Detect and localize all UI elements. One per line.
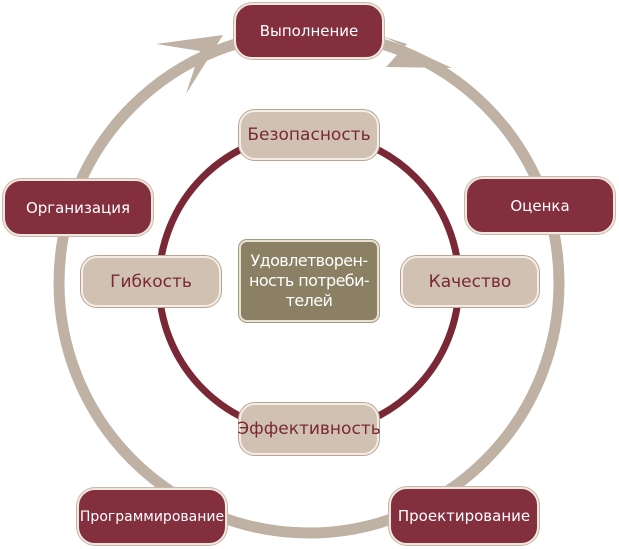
- stage-label: Выполнение: [259, 22, 359, 40]
- center-label-line: ность потреби-: [248, 271, 370, 290]
- stage-label: Проектирование: [397, 507, 531, 525]
- attribute-label: Качество: [428, 271, 512, 292]
- attribute-quality: Качество: [401, 256, 539, 307]
- attribute-label: Эффективность: [237, 419, 381, 439]
- center-label-line: Удовлетворен-: [250, 251, 368, 270]
- stage-evaluation: Оценка: [465, 177, 615, 234]
- stage-label: Программирование: [79, 508, 225, 525]
- stage-execution: Выполнение: [234, 3, 384, 59]
- stage-organization: Организация: [3, 179, 153, 236]
- center-box: Удовлетворен- ность потреби- телей: [239, 240, 379, 322]
- attribute-label: Безопасность: [247, 125, 371, 145]
- attribute-efficiency: Эффективность: [237, 403, 381, 455]
- attribute-label: Гибкость: [110, 271, 192, 292]
- center-label: Удовлетворен- ность потреби- телей: [248, 251, 370, 311]
- attribute-security: Безопасность: [239, 110, 379, 160]
- stage-programming: Программирование: [77, 488, 227, 545]
- attribute-flexibility: Гибкость: [81, 256, 221, 307]
- stage-design: Проектирование: [389, 487, 539, 545]
- center-label-line: телей: [285, 291, 333, 310]
- stage-label: Организация: [25, 198, 131, 217]
- arrow-head-icon: [156, 35, 223, 94]
- stage-label: Оценка: [510, 196, 570, 215]
- arrow-head-icon: [382, 36, 452, 68]
